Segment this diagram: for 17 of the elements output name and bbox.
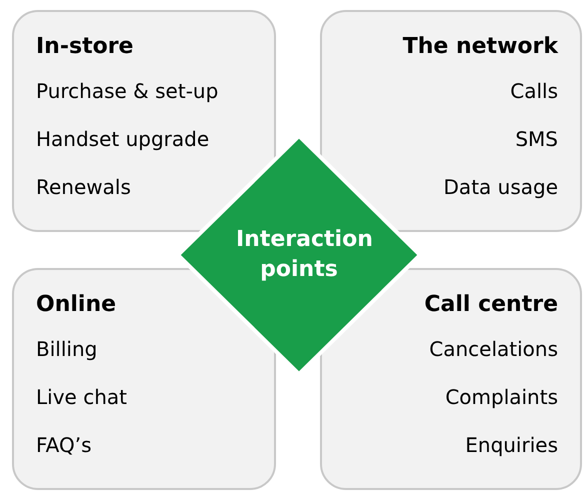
list-item: Purchase & set-up	[36, 78, 220, 105]
card-heading: Online	[36, 291, 118, 319]
card-heading: The network	[402, 33, 558, 61]
card-heading: In-store	[36, 33, 134, 61]
list-item: SMS	[514, 126, 558, 153]
list-item: Handset upgrade	[36, 126, 210, 153]
list-item: Renewals	[36, 174, 132, 201]
card-heading: Call centre	[423, 291, 558, 319]
list-item: Live chat	[36, 384, 128, 411]
list-item: Billing	[36, 336, 98, 363]
list-item: Data usage	[442, 174, 558, 201]
list-item: Enquiries	[464, 432, 558, 459]
list-item: FAQ’s	[36, 432, 93, 459]
diamond-label: Interaction points	[235, 226, 374, 284]
list-item: Calls	[509, 78, 558, 105]
list-item: Complaints	[444, 384, 558, 411]
list-item: Cancelations	[428, 336, 558, 363]
